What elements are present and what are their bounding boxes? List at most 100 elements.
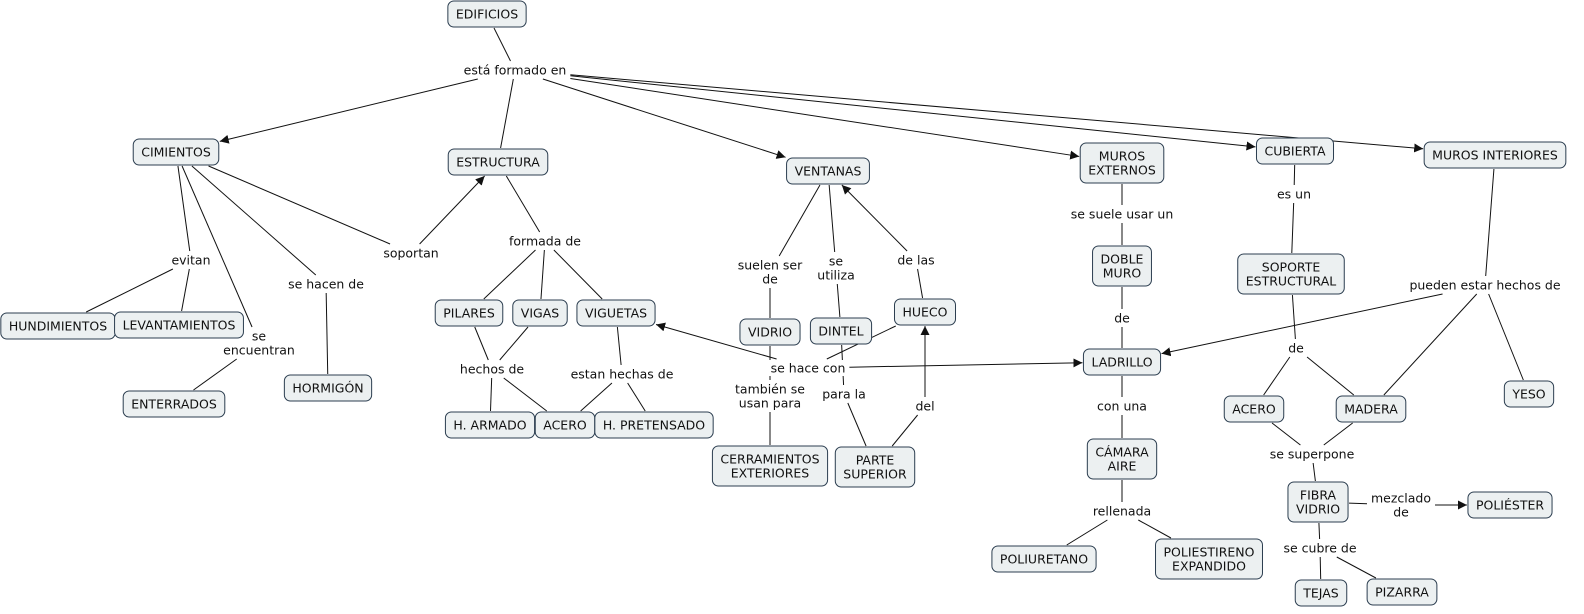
- concept-label: CÁMARA: [1095, 445, 1149, 460]
- link-text: formada de: [509, 234, 581, 249]
- concept-dintel[interactable]: DINTEL: [809, 317, 873, 345]
- connector-se-cubre-de-to-pizarra: [1336, 556, 1377, 579]
- link-text: utiliza: [817, 268, 854, 283]
- concept-estructura[interactable]: ESTRUCTURA: [447, 148, 549, 176]
- concept-acero-2[interactable]: ACERO: [1223, 395, 1285, 423]
- concept-cubierta[interactable]: CUBIERTA: [1255, 137, 1335, 165]
- connector-hueco-to-de-las: [917, 268, 924, 299]
- concept-label: MADERA: [1344, 402, 1398, 417]
- concept-madera[interactable]: MADERA: [1335, 395, 1407, 423]
- concept-label: PILARES: [443, 306, 495, 321]
- link-background: [819, 386, 869, 402]
- concept-pizarra[interactable]: PIZARRA: [1366, 578, 1438, 606]
- concept-yeso[interactable]: YESO: [1503, 380, 1555, 408]
- link-background: [1094, 398, 1150, 414]
- link-pueden-estar-hechos-de: pueden estar hechos de: [1406, 277, 1564, 293]
- link-background: [456, 361, 528, 377]
- concept-pilares[interactable]: PILARES: [434, 299, 504, 327]
- concept-h-armado[interactable]: H. ARMADO: [444, 411, 536, 439]
- concept-ventanas[interactable]: VENTANAS: [786, 157, 870, 185]
- link-se-hace-con: se hace con: [767, 360, 849, 376]
- connector-se-hace-con-to-ladrillo: [849, 358, 1083, 368]
- concept-muros-interiores[interactable]: MUROS INTERIORES: [1423, 141, 1567, 169]
- link-text: usan para: [739, 396, 801, 411]
- link-background: [767, 360, 849, 376]
- concept-label: POLIURETANO: [1000, 552, 1088, 567]
- link-text: se hace con: [771, 361, 846, 376]
- connector-hechos-de-to-h-armado: [490, 377, 493, 412]
- concept-ladrillo[interactable]: LADRILLO: [1082, 348, 1162, 376]
- link-background: [1280, 540, 1360, 556]
- connector-esta-formado-en-to-cubierta: [570, 75, 1256, 151]
- concept-box: [893, 298, 957, 326]
- connector-rellenada-to-poliestireno: [1138, 519, 1172, 539]
- connector-viguetas-to-estan-hechas-de: [616, 326, 622, 366]
- connector-esta-formado-en-to-ventanas: [542, 78, 786, 159]
- link-text: soportan: [383, 246, 438, 261]
- concept-label: ESTRUCTURAL: [1246, 274, 1337, 289]
- connector-cimientos-to-soportan: [208, 165, 391, 245]
- concept-poliester[interactable]: POLIÉSTER: [1467, 491, 1553, 519]
- connector-de-2-to-acero-2: [1263, 356, 1291, 396]
- concept-vidrio[interactable]: VIDRIO: [739, 318, 801, 346]
- concept-label: FIBRA: [1300, 488, 1337, 503]
- concept-levantamientos[interactable]: LEVANTAMIENTOS: [114, 311, 244, 339]
- link-formada-de: formada de: [506, 233, 584, 249]
- concept-label: MURO: [1103, 266, 1142, 281]
- connector-pilares-to-hechos-de: [474, 326, 489, 361]
- link-se-cubre-de: se cubre de: [1280, 540, 1360, 556]
- concept-hormigon[interactable]: HORMIGÓN: [283, 374, 373, 402]
- link-background: [1367, 490, 1435, 520]
- concept-label: SUPERIOR: [843, 467, 907, 482]
- connector-fibra-vidrio-to-se-cubre-de: [1318, 522, 1321, 540]
- connector-soporte-estructural-to-de-2: [1291, 294, 1296, 340]
- concept-box: [1467, 491, 1553, 519]
- concept-enterrados[interactable]: ENTERRADOS: [122, 390, 226, 418]
- connector-cimientos-to-se-hacen-de: [191, 165, 317, 276]
- connector-se-hace-con-to-viguetas: [655, 322, 777, 360]
- concept-hueco[interactable]: HUECO: [893, 298, 957, 326]
- concept-label: ENTERRADOS: [131, 397, 217, 412]
- connector-esta-formado-en-to-muros-interiores: [570, 74, 1424, 153]
- link-se-superpone: se superpone: [1266, 446, 1358, 462]
- link-text: para la: [822, 387, 866, 402]
- link-background: [732, 381, 808, 411]
- concept-hundimientos[interactable]: HUNDIMIENTOS: [0, 312, 116, 340]
- concept-label: VIDRIO: [1296, 502, 1340, 517]
- concept-box: [594, 411, 714, 439]
- link-evitan: evitan: [168, 252, 214, 268]
- link-text: se: [829, 254, 844, 269]
- concept-poliuretano[interactable]: POLIURETANO: [991, 545, 1097, 573]
- link-background: [734, 257, 806, 287]
- connector-de-las-to-ventanas: [841, 184, 908, 252]
- concept-h-pretensado[interactable]: H. PRETENSADO: [594, 411, 714, 439]
- link-text: mezclado: [1371, 491, 1431, 506]
- concept-acero-1[interactable]: ACERO: [534, 411, 596, 439]
- concept-vigas[interactable]: VIGAS: [512, 299, 568, 327]
- concept-label: SOPORTE: [1262, 260, 1321, 275]
- concept-box: [1155, 538, 1263, 580]
- concept-label: ACERO: [543, 418, 587, 433]
- concept-box: [132, 138, 220, 166]
- concept-box: [711, 445, 829, 487]
- concept-viguetas[interactable]: VIGUETAS: [576, 299, 656, 327]
- link-text: de: [1393, 505, 1409, 520]
- concept-edificios[interactable]: EDIFICIOS: [447, 0, 527, 28]
- concept-box: [447, 148, 549, 176]
- link-de-2: de: [1285, 340, 1307, 356]
- link-background: [1266, 446, 1358, 462]
- concept-tejas[interactable]: TEJAS: [1294, 579, 1348, 607]
- connector-para-la-to-parte-superior: [847, 402, 867, 447]
- link-background: [912, 398, 938, 414]
- concept-cimientos[interactable]: CIMIENTOS: [132, 138, 220, 166]
- link-text: con una: [1097, 399, 1147, 414]
